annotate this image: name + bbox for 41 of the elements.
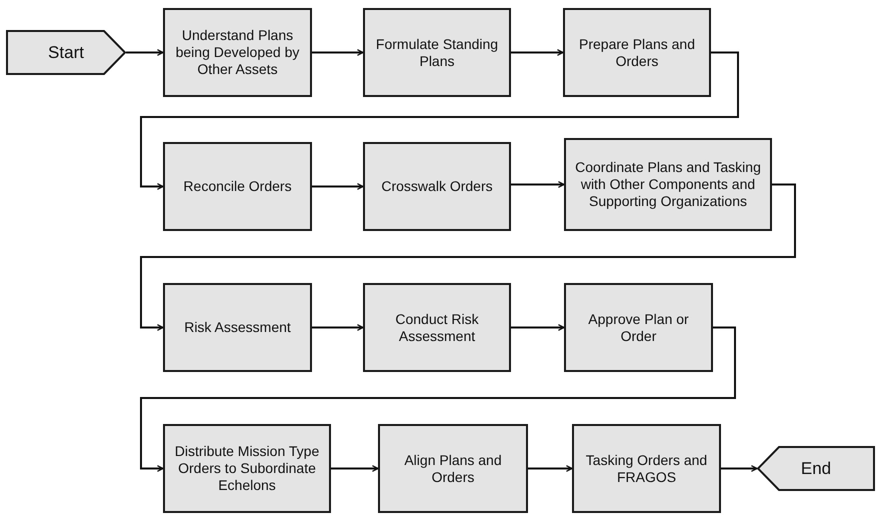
- box-label: Crosswalk Orders: [381, 178, 493, 195]
- arrow: [312, 324, 364, 331]
- end-terminal: [757, 446, 875, 491]
- box-label: Risk Assessment: [184, 319, 291, 336]
- arrow: [140, 184, 796, 331]
- box-label: Start: [48, 44, 84, 61]
- box-label: Align Plans and Orders: [403, 452, 503, 486]
- process-box: [163, 8, 312, 97]
- box-label: Formulate Standing Plans: [374, 36, 500, 70]
- arrow: [312, 49, 364, 56]
- box-label: Coordinate Plans and Tasking with Other Components and Supporting Organizations: [574, 159, 762, 210]
- box-label: Prepare Plans and Orders: [578, 36, 696, 70]
- process-box: [163, 142, 312, 231]
- process-box: [163, 283, 312, 372]
- arrow: [721, 465, 758, 472]
- arrow: [126, 49, 164, 56]
- process-box: [563, 8, 711, 97]
- process-box: [564, 283, 713, 372]
- process-box: [363, 142, 511, 231]
- box-label: Distribute Mission Type Orders to Subordinate Echelons: [174, 443, 320, 494]
- arrow: [511, 181, 565, 188]
- box-label: Understand Plans being Developed by Other Assets: [174, 27, 300, 78]
- box-label: Approve Plan or Order: [587, 310, 690, 344]
- arrow: [511, 49, 564, 56]
- arrow: [528, 465, 573, 472]
- arrow: [511, 324, 565, 331]
- process-box: [564, 138, 772, 231]
- box-label: Tasking Orders and FRAGOS: [584, 452, 708, 486]
- box-label: Reconcile Orders: [183, 178, 292, 195]
- arrow: [140, 52, 739, 190]
- process-box: [378, 424, 528, 513]
- start-terminal: [6, 30, 126, 75]
- process-box: [363, 283, 511, 372]
- arrow: [140, 326, 736, 472]
- process-box: [163, 424, 331, 513]
- arrow: [312, 183, 364, 190]
- box-label: Conduct Risk Assessment: [394, 310, 480, 344]
- process-box: [363, 8, 511, 97]
- box-label: End: [800, 460, 832, 477]
- process-box: [572, 424, 721, 513]
- arrow: [331, 465, 379, 472]
